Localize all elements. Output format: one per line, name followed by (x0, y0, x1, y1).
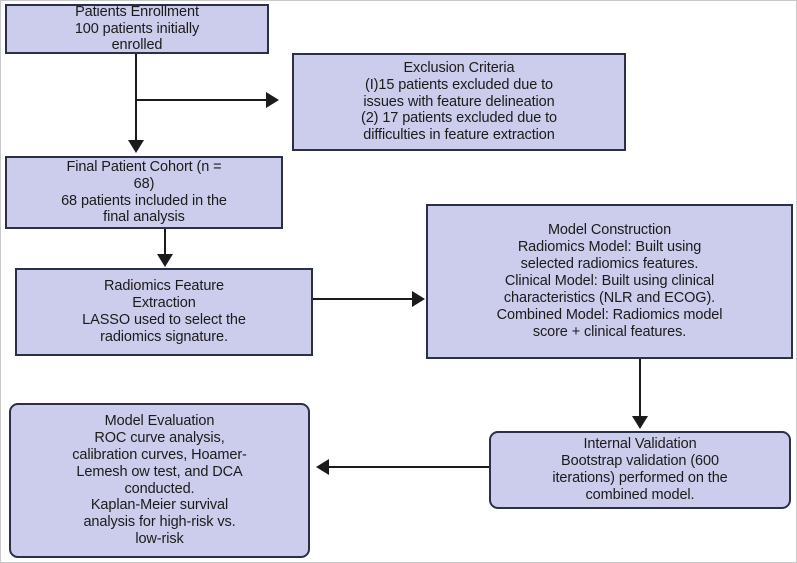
edge-cohort-to-extraction-line (164, 229, 166, 256)
edge-extraction-to-construction-line (313, 298, 415, 300)
node-final-patient-cohort: Final Patient Cohort (n = 68) 68 patient… (5, 156, 283, 229)
node-patients-enrollment: Patients Enrollment 100 patients initial… (5, 4, 269, 54)
arrowhead-down-icon-extraction (157, 254, 173, 267)
edge-construction-to-validation-line (639, 359, 641, 419)
node-exclusion-criteria: Exclusion Criteria (I)15 patients exclud… (292, 53, 626, 151)
arrowhead-down-icon-cohort (128, 140, 144, 153)
arrowhead-right-icon-construction (412, 291, 425, 307)
arrowhead-left-icon-evaluation (316, 459, 329, 475)
edge-validation-to-evaluation-line (329, 466, 489, 468)
node-radiomics-feature-extraction: Radiomics Feature Extraction LASSO used … (15, 268, 313, 356)
arrowhead-right-icon-exclusion (266, 92, 279, 108)
node-internal-validation: Internal Validation Bootstrap validation… (489, 431, 791, 509)
edge-enrollment-to-exclusion-line (135, 99, 268, 101)
arrowhead-down-icon-validation (632, 416, 648, 429)
node-model-construction: Model Construction Radiomics Model: Buil… (426, 204, 793, 359)
edge-enrollment-to-cohort-line (135, 54, 137, 143)
node-model-evaluation: Model Evaluation ROC curve analysis, cal… (9, 403, 310, 558)
